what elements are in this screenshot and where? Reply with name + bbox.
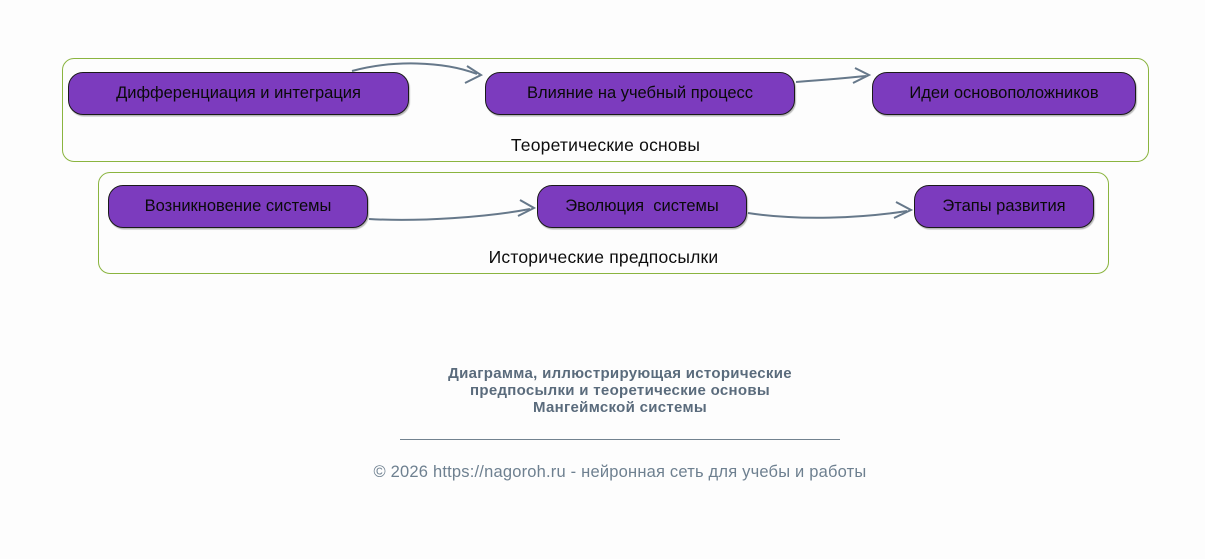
caption-line-1: Диаграмма, иллюстрирующая исторические bbox=[448, 365, 792, 382]
group-historical-background: Исторические предпосылки bbox=[98, 172, 1109, 274]
caption-line-2: предпосылки и теоретические основы bbox=[470, 382, 770, 399]
caption-divider bbox=[400, 439, 840, 440]
group-theoretical-foundations: Теоретические основы bbox=[62, 58, 1149, 162]
group-label-historical: Исторические предпосылки bbox=[488, 247, 719, 267]
node-founders-ideas: Идеи основоположников bbox=[872, 72, 1136, 115]
node-system-evolution: Эволюция системы bbox=[537, 185, 747, 228]
arrow-emergence-to-evolution bbox=[368, 199, 537, 221]
node-system-emergence: Возникновение системы bbox=[108, 185, 368, 228]
copyright-footer: © 2026 https://nagoroh.ru - нейронная се… bbox=[373, 463, 867, 481]
group-label-theoretical: Теоретические основы bbox=[510, 135, 701, 155]
arrow-differentiation-to-influence bbox=[351, 62, 484, 84]
node-influence-on-learning-process: Влияние на учебный процесс bbox=[485, 72, 795, 115]
node-differentiation-integration: Дифференциация и интеграция bbox=[68, 72, 409, 115]
caption-line-3: Мангеймской системы bbox=[533, 399, 707, 416]
diagram-caption: Диаграмма, иллюстрирующая исторические п… bbox=[320, 365, 920, 416]
arrow-influence-to-founders bbox=[795, 67, 872, 84]
arrow-evolution-to-stages bbox=[747, 201, 914, 219]
node-development-stages: Этапы развития bbox=[914, 185, 1094, 228]
